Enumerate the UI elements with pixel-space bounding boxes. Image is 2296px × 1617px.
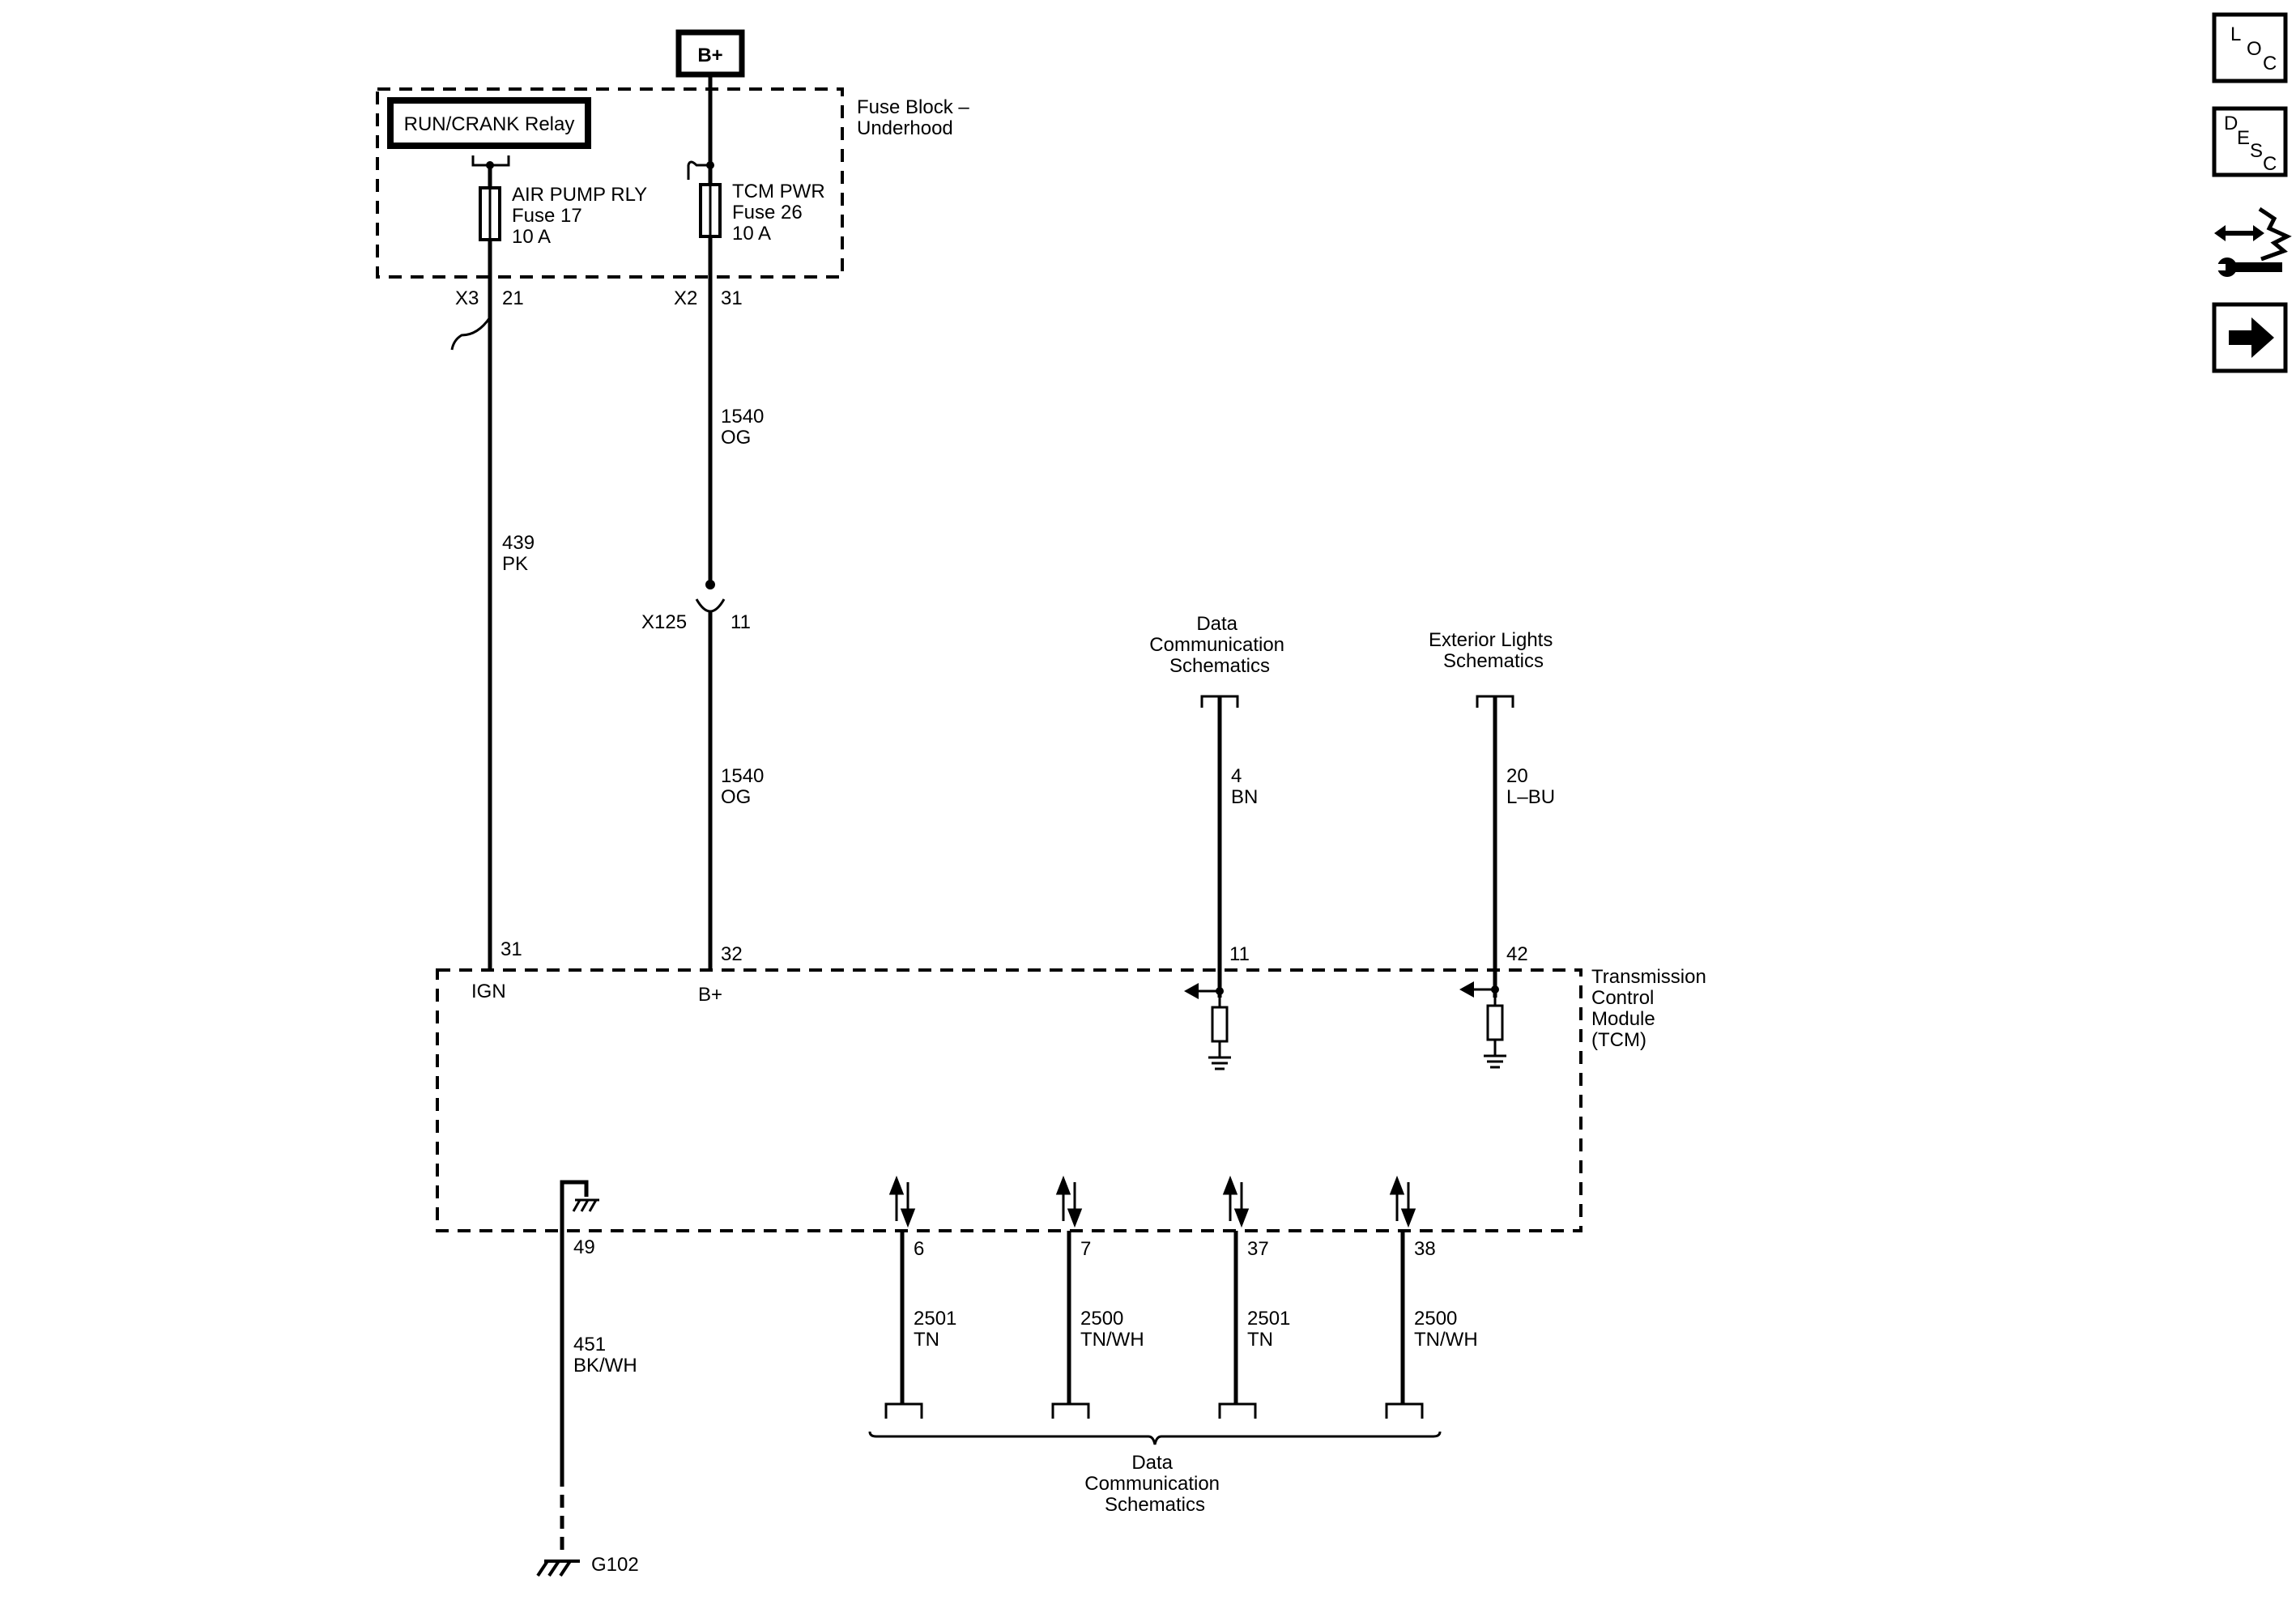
desc-letter-c: C: [2263, 153, 2277, 175]
tcm-pin-31: 31: [501, 938, 522, 960]
bplus-source-label: B+: [697, 45, 722, 66]
desc-letter-s: S: [2250, 140, 2263, 162]
tcm-serial-38-arrows-icon: [1389, 1175, 1416, 1228]
fuse-block-label: Fuse Block – Underhood: [857, 96, 974, 139]
tcm-chassis-ground-icon: [572, 1198, 599, 1212]
ext-lights-label: Exterior Lights Schematics: [1429, 629, 1558, 672]
tcm-input-11-resistor: [1211, 1006, 1229, 1043]
tcm-pin-37: 37: [1247, 1238, 1269, 1260]
desc-letter-d: D: [2224, 113, 2238, 134]
serial-connector-38: [1385, 1402, 1424, 1419]
tcm-serial-37-arrows-icon: [1222, 1175, 1250, 1228]
g102-ground-icon: [536, 1560, 580, 1577]
tcm-label: Transmission Control Module (TCM): [1591, 966, 1711, 1051]
data-comm-bottom-bracket: [868, 1431, 1442, 1445]
wire-20-label: 20 L–BU: [1506, 765, 1555, 808]
serial-connector-37: [1218, 1402, 1257, 1419]
conn-x3-label: X3: [455, 287, 479, 309]
loc-button[interactable]: L O C: [2212, 12, 2288, 83]
tcm-pin-38: 38: [1414, 1238, 1436, 1260]
tcm-input-42-resistor: [1486, 1004, 1504, 1041]
wire-2500-a-label: 2500 TN/WH: [1080, 1308, 1144, 1351]
conn-x125-symbol: [695, 598, 726, 613]
conn-x3-symbol: [450, 317, 492, 351]
tcm-outline: [436, 968, 1582, 1232]
wire-439-label: 439 PK: [502, 532, 540, 575]
connector-repair-icon: [2214, 206, 2292, 277]
ground-g102-label: G102: [591, 1554, 639, 1576]
tcm-pin-11: 11: [1229, 943, 1250, 965]
tcm-pin-7: 7: [1080, 1238, 1091, 1260]
tcm-ign-label: IGN: [471, 981, 506, 1002]
data-comm-top-label: Data Communication Schematics: [1149, 613, 1289, 677]
tcm-input-11-ground-icon: [1208, 1056, 1231, 1070]
run-crank-relay-box: [387, 97, 591, 149]
fuse17-label: AIR PUMP RLY Fuse 17 10 A: [512, 184, 652, 248]
tcm-bplus-label: B+: [698, 984, 722, 1006]
wire-1540-lower-label: 1540 OG: [721, 765, 769, 808]
tcm-pin-42: 42: [1506, 943, 1528, 965]
serial-connector-6: [884, 1402, 923, 1419]
tcm-input-42-ground-icon: [1484, 1054, 1506, 1069]
conn-x2-pin: 31: [721, 287, 743, 309]
connector-repair-button[interactable]: [2214, 201, 2292, 282]
next-button[interactable]: [2212, 302, 2288, 373]
tcm-serial-6-arrows-icon: [888, 1175, 916, 1228]
tcm-input-11-arrow-icon: [1184, 983, 1199, 999]
desc-letter-e: E: [2237, 127, 2250, 149]
wire-2501-b-label: 2501 TN: [1247, 1308, 1296, 1351]
run-crank-relay-label: RUN/CRANK Relay: [404, 113, 575, 135]
tcm-serial-7-arrows-icon: [1055, 1175, 1083, 1228]
conn-x125-label: X125: [641, 611, 687, 633]
tcm-pin-49: 49: [573, 1236, 595, 1258]
wire-1540-upper-label: 1540 OG: [721, 406, 769, 449]
loc-letter-c: C: [2263, 53, 2277, 74]
conn-x125-node: [705, 580, 715, 589]
wire-451-label: 451 BK/WH: [573, 1334, 637, 1377]
fuse26-label: TCM PWR Fuse 26 10 A: [732, 181, 830, 245]
tcm-ground-49-internal: [560, 1180, 589, 1231]
fuse26-bus-hook: [687, 160, 710, 180]
serial-connector-7: [1051, 1402, 1090, 1419]
tcm-pin-32: 32: [721, 943, 743, 965]
arrow-right-icon: [2229, 317, 2274, 358]
loc-letter-l: L: [2230, 23, 2241, 45]
loc-letter-o: O: [2247, 38, 2262, 60]
fuse-block-outline: [376, 87, 844, 279]
conn-x125-pin: 11: [731, 611, 751, 633]
tcm-input-42-arrow-icon: [1459, 981, 1474, 998]
tcm-pin-6: 6: [914, 1238, 924, 1260]
data-comm-bottom-label: Data Communication Schematics: [1084, 1452, 1225, 1516]
wire-4-label: 4 BN: [1231, 765, 1258, 808]
wire-2501-a-label: 2501 TN: [914, 1308, 962, 1351]
wire-2500-b-label: 2500 TN/WH: [1414, 1308, 1478, 1351]
conn-x3-pin: 21: [502, 287, 524, 309]
conn-x2-label: X2: [674, 287, 697, 309]
desc-button[interactable]: D E S C: [2212, 106, 2288, 177]
